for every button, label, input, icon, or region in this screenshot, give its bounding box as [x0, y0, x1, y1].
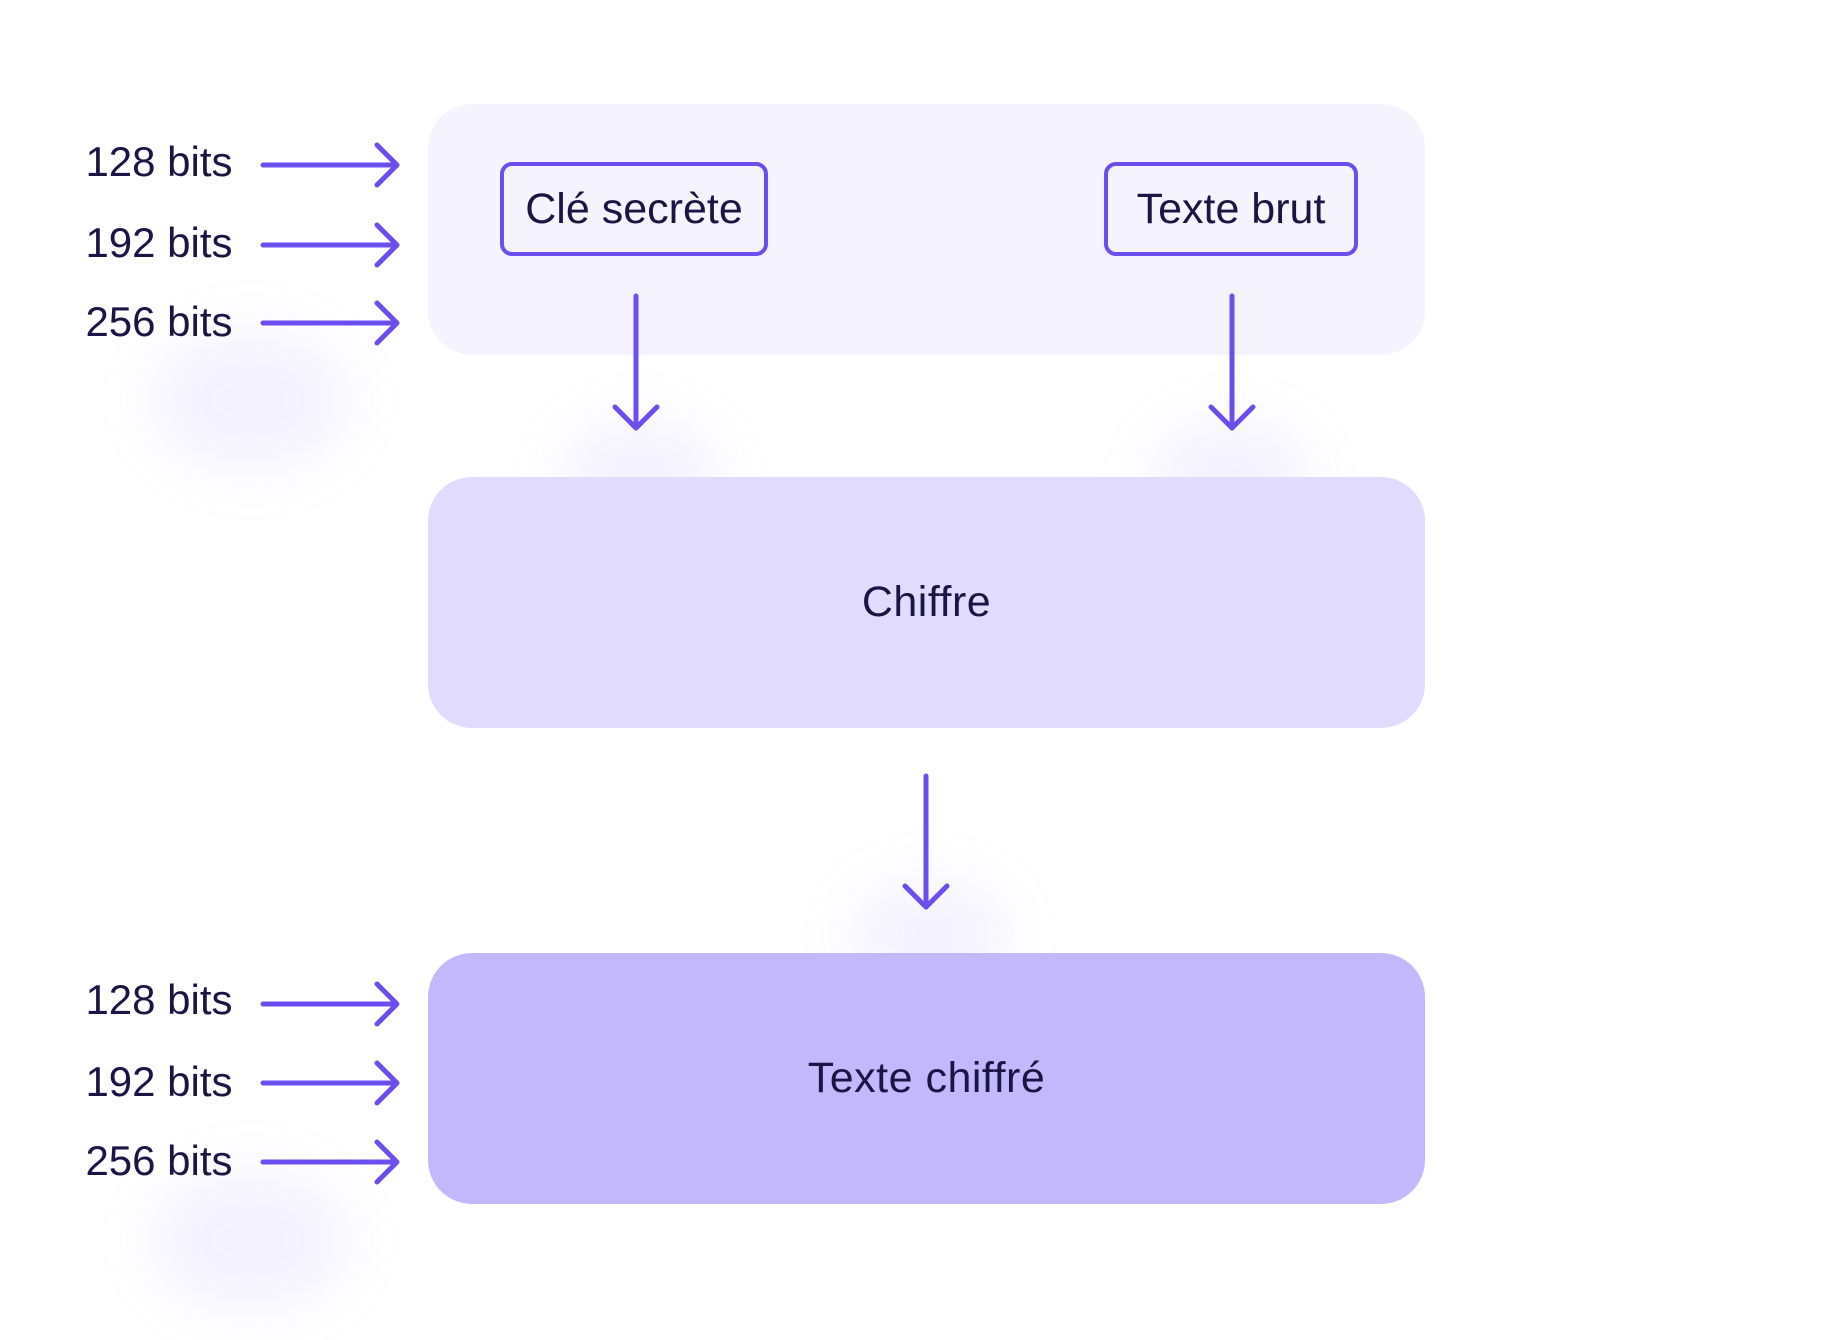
ciphertext-panel: Texte chiffré [428, 953, 1425, 1204]
output-size-label: 256 bits [85, 1137, 233, 1184]
down-arrow-icon [902, 773, 950, 910]
secret-key-label: Clé secrète [525, 184, 743, 233]
ciphertext-label: Texte chiffré [807, 1054, 1046, 1102]
plaintext-box: Texte brut [1104, 162, 1358, 256]
right-arrow-icon [260, 222, 400, 268]
plaintext-label: Texte brut [1136, 184, 1326, 233]
output-size-label: 128 bits [85, 976, 233, 1023]
cipher-panel: Chiffre [428, 477, 1425, 728]
right-arrow-icon [260, 1139, 400, 1185]
arrow-shadow [150, 1170, 350, 1310]
key-size-label: 256 bits [85, 298, 233, 345]
right-arrow-icon [260, 300, 400, 346]
key-size-label: 128 bits [85, 138, 233, 185]
right-arrow-icon [260, 142, 400, 188]
secret-key-box: Clé secrète [500, 162, 768, 256]
down-arrow-icon [612, 293, 660, 431]
key-size-label: 192 bits [85, 219, 233, 266]
right-arrow-icon [260, 981, 400, 1027]
down-arrow-icon [1208, 293, 1256, 431]
right-arrow-icon [260, 1060, 400, 1106]
cipher-label: Chiffre [861, 578, 992, 626]
output-size-label: 192 bits [85, 1058, 233, 1105]
inputs-panel [428, 104, 1425, 355]
arrow-shadow [150, 330, 350, 470]
